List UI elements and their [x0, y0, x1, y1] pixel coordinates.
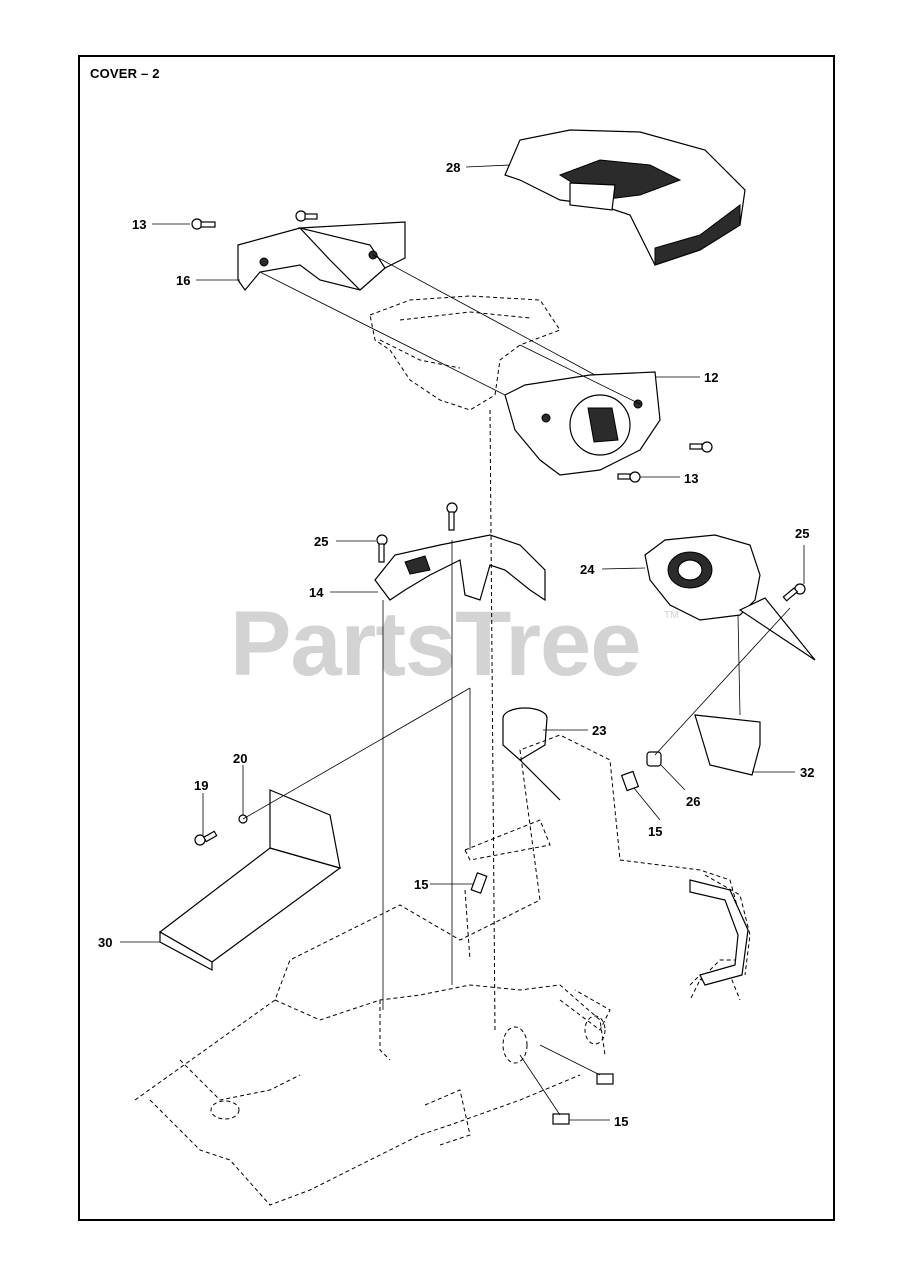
part-25-screw-right[interactable] — [782, 583, 806, 602]
callout-leaders — [120, 164, 805, 1121]
callout-16: 16 — [176, 273, 190, 288]
callout-14: 14 — [309, 585, 324, 600]
part-16-bracket[interactable] — [237, 221, 406, 291]
frame-handle — [689, 879, 749, 986]
page-title: COVER – 2 — [90, 66, 160, 81]
part-25-screw-center[interactable] — [446, 502, 458, 531]
part-12-front-cover[interactable] — [504, 371, 661, 476]
part-13-bolt-right-1[interactable] — [689, 441, 713, 453]
part-13-bolt-top-1[interactable] — [191, 218, 216, 230]
callout-28: 28 — [446, 160, 460, 175]
part-13-bolt-top-2[interactable] — [295, 210, 318, 222]
part-25-screw-left[interactable] — [376, 534, 388, 563]
callout-12: 12 — [704, 370, 718, 385]
callout-25-left: 25 — [314, 534, 328, 549]
part-13-bolt-right-2[interactable] — [617, 471, 641, 483]
chassis-frame-dashed — [134, 734, 751, 1206]
callout-15-middle: 15 — [414, 877, 428, 892]
part-32-panel[interactable] — [694, 714, 761, 776]
part-28-top-cover[interactable] — [504, 129, 746, 266]
callout-15-bottom: 15 — [614, 1114, 628, 1129]
watermark-trademark: TM — [664, 610, 679, 621]
callout-13-bottom: 13 — [684, 471, 698, 486]
callout-labels: 28 13 16 12 13 25 14 25 24 23 20 19 32 2… — [98, 160, 814, 1129]
part-15-clip-lower-right[interactable] — [596, 1073, 614, 1085]
part-26-grommet[interactable] — [646, 751, 662, 767]
callout-19: 19 — [194, 778, 208, 793]
callout-13-top: 13 — [132, 217, 146, 232]
part-15-clip-middle[interactable] — [470, 872, 488, 894]
part-15-clip-bottom[interactable] — [552, 1113, 570, 1125]
callout-25-right: 25 — [795, 526, 809, 541]
part-15-clip-upper[interactable] — [620, 770, 640, 792]
callout-15-upper: 15 — [648, 824, 662, 839]
watermark: PartsTree — [230, 593, 641, 695]
callout-20: 20 — [233, 751, 247, 766]
part-24-pod-cover[interactable] — [644, 534, 816, 661]
callout-24: 24 — [580, 562, 595, 577]
callout-26: 26 — [686, 794, 700, 809]
callout-32: 32 — [800, 765, 814, 780]
part-19-bolt[interactable] — [194, 830, 218, 846]
callout-30: 30 — [98, 935, 112, 950]
part-23-knob[interactable] — [502, 707, 561, 801]
assembly-guide-lines — [242, 254, 791, 1116]
part-30-floor-plate[interactable] — [158, 789, 342, 972]
diagram-frame — [78, 55, 835, 1221]
callout-23: 23 — [592, 723, 606, 738]
part-14-column-cover[interactable] — [374, 534, 546, 602]
